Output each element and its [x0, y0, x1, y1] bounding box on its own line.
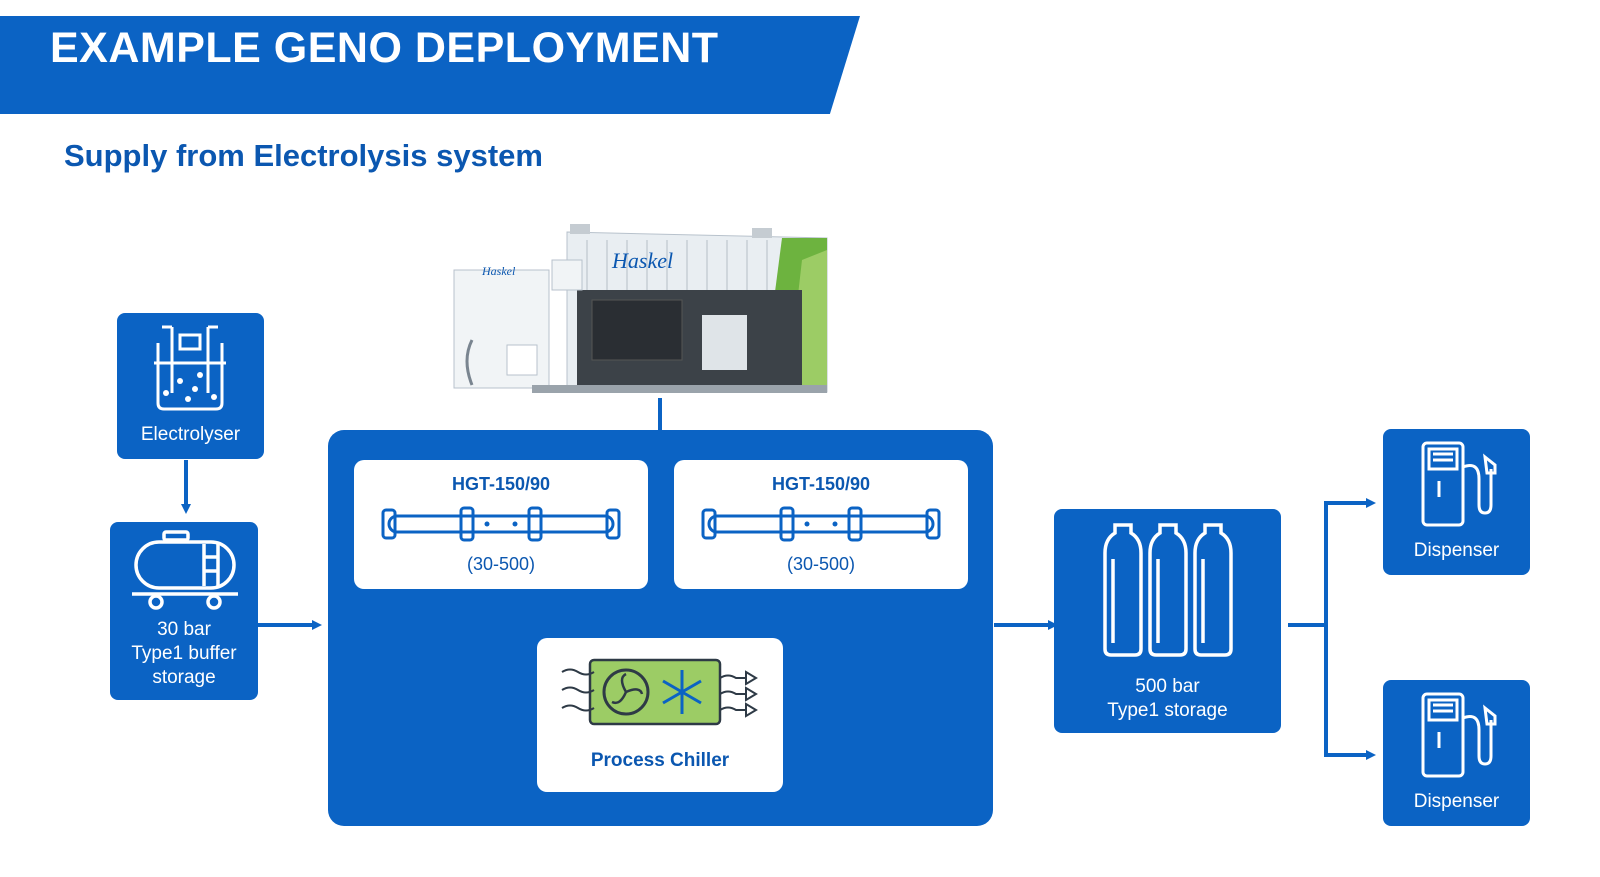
compressor-tube-icon — [701, 506, 941, 542]
electrolyser-label: Electrolyser — [140, 424, 241, 445]
high-pressure-storage-label: 500 bar Type1 storage — [1054, 675, 1281, 723]
compressor-right-title: HGT-150/90 — [771, 474, 871, 494]
page-title: EXAMPLE GENO DEPLOYMENT — [50, 24, 719, 72]
buffer-storage-line1: 30 bar — [157, 619, 211, 640]
arrow-to-dispenser-top — [1324, 498, 1376, 625]
high-pressure-storage-node: 500 bar Type1 storage — [1054, 509, 1281, 733]
tank-wagon-icon — [132, 530, 238, 610]
svg-text:Haskel: Haskel — [481, 264, 516, 278]
compressor-left-title: HGT-150/90 — [451, 474, 551, 494]
storage-line1: 500 bar — [1135, 676, 1200, 697]
compressor-left-range: (30-500) — [466, 554, 536, 574]
buffer-storage-label: 30 bar Type1 buffer storage — [110, 618, 258, 690]
process-chiller-card: Process Chiller — [537, 638, 783, 792]
svg-text:Haskel: Haskel — [611, 248, 673, 273]
cylinders-icon — [1103, 523, 1233, 657]
page-subtitle: Supply from Electrolysis system — [64, 138, 543, 173]
electrolyser-node: Electrolyser — [117, 313, 264, 459]
compressor-card-right: HGT-150/90 (30-500) — [674, 460, 968, 589]
dispenser-node-bottom: Dispenser — [1383, 680, 1530, 826]
compressor-right-range: (30-500) — [786, 554, 856, 574]
buffer-storage-node: 30 bar Type1 buffer storage — [110, 522, 258, 700]
dispenser-top-label: Dispenser — [1413, 540, 1500, 561]
title-banner — [0, 16, 860, 114]
dispenser-node-top: Dispenser — [1383, 429, 1530, 575]
electrolyser-icon — [154, 325, 226, 411]
compressor-tube-icon — [381, 506, 621, 542]
buffer-storage-line3: storage — [152, 667, 216, 688]
compressor-card-left: HGT-150/90 (30-500) — [354, 460, 648, 589]
arrow-to-dispenser-bottom — [1324, 625, 1376, 760]
buffer-storage-line2: Type1 buffer — [131, 643, 237, 664]
dispenser-bottom-label: Dispenser — [1413, 791, 1500, 812]
fuel-pump-icon — [1421, 692, 1497, 778]
storage-line2: Type1 storage — [1107, 700, 1228, 721]
process-chiller-label: Process Chiller — [590, 750, 730, 771]
fuel-pump-icon — [1421, 441, 1497, 527]
chiller-icon — [561, 658, 758, 726]
compression-system-panel: HGT-150/90 (30-500) HGT-150/90 (30-500) — [328, 430, 993, 826]
container-unit-image: Haskel Haskel — [453, 224, 828, 393]
